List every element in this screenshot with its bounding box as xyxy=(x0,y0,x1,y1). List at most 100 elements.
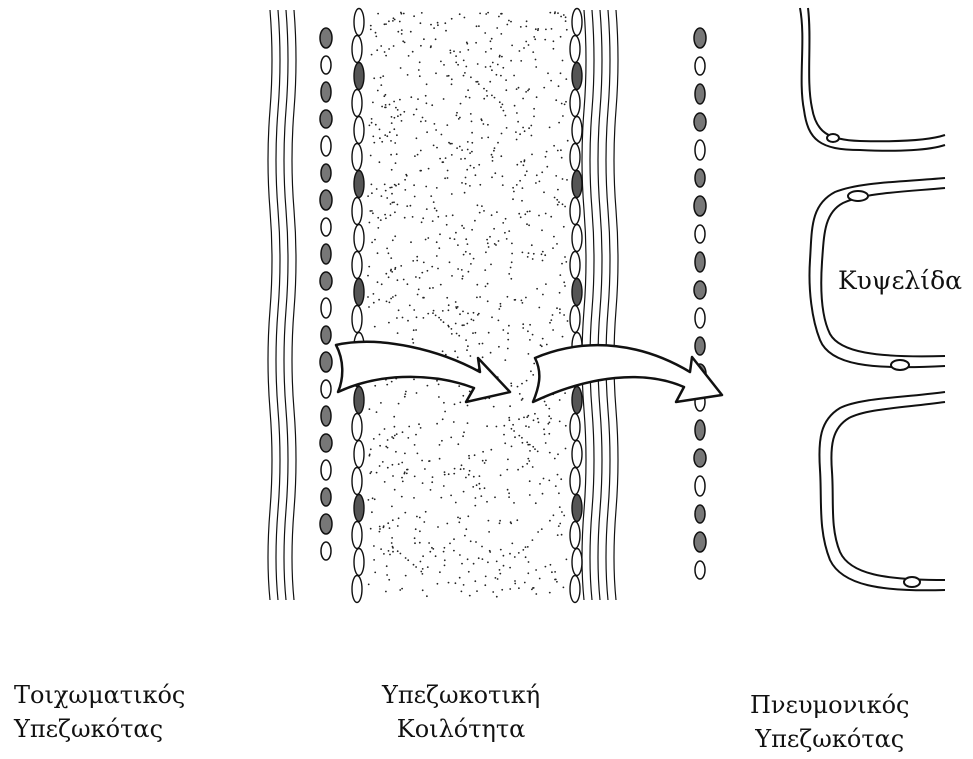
mesothelial-cell xyxy=(354,171,364,198)
mesothelial-cell xyxy=(570,252,580,279)
cell xyxy=(694,532,706,552)
mesothelial-cell xyxy=(572,441,582,468)
cell xyxy=(695,420,705,440)
parietal-pleura-label-line1: Τοιχωματικός xyxy=(14,678,185,712)
parietal-pleura-label: Τοιχωματικός Υπεζωκότας xyxy=(14,678,185,746)
cell xyxy=(695,337,705,355)
cell xyxy=(695,84,705,104)
mesothelial-cell xyxy=(352,90,362,117)
mesothelial-cell xyxy=(572,117,582,144)
parietal-pleura-label-line2: Υπεζωκότας xyxy=(14,712,185,746)
cell xyxy=(320,514,332,534)
cell xyxy=(320,28,332,48)
mesothelial-cell xyxy=(572,63,582,90)
mesothelial-cell xyxy=(352,576,362,603)
cell xyxy=(695,476,705,496)
mesothelial-cell xyxy=(570,90,580,117)
visceral-pleura-label-line2: Υπεζωκότας xyxy=(750,722,909,756)
mesothelial-cell xyxy=(570,144,580,171)
cell xyxy=(695,252,705,272)
cell xyxy=(695,561,705,579)
cell xyxy=(695,140,705,160)
mesothelial-cell xyxy=(354,495,364,522)
cell xyxy=(321,380,331,398)
cell xyxy=(694,28,706,48)
mesothelial-cell xyxy=(354,441,364,468)
cell xyxy=(321,218,331,236)
cell xyxy=(321,298,331,318)
mesothelial-cell xyxy=(354,225,364,252)
mesothelial-cell xyxy=(354,387,364,414)
visceral-mesothelium xyxy=(570,9,582,603)
mesothelial-cell xyxy=(352,252,362,279)
cell xyxy=(320,434,332,452)
mesothelial-cell xyxy=(572,387,582,414)
mesothelial-cell xyxy=(570,576,580,603)
mesothelial-cell xyxy=(570,522,580,549)
pleural-cavity-label: Υπεζωκοτική Κοιλότητα xyxy=(382,678,540,746)
mesothelial-cell xyxy=(572,279,582,306)
cell xyxy=(695,505,705,523)
pleural-cavity-fluid xyxy=(367,11,568,597)
cell xyxy=(321,136,331,156)
cell xyxy=(321,164,331,182)
cell xyxy=(695,57,705,75)
visceral-pleura-label-line1: Πνευμονικός xyxy=(750,688,909,722)
mesothelial-cell xyxy=(352,522,362,549)
cell xyxy=(694,196,706,216)
mesothelial-cell xyxy=(354,117,364,144)
cell xyxy=(321,542,331,560)
mesothelial-cell xyxy=(570,414,580,441)
alveolus-wall-bottom xyxy=(819,392,945,590)
cell xyxy=(321,488,331,506)
mesothelial-cell xyxy=(352,414,362,441)
cell xyxy=(694,281,706,299)
mesothelial-cell xyxy=(354,9,364,36)
cell xyxy=(321,56,331,74)
cell xyxy=(320,352,332,372)
pleural-cavity-label-line2: Κοιλότητα xyxy=(382,712,540,746)
mesothelial-cell xyxy=(352,198,362,225)
alveoli xyxy=(800,8,945,590)
cell xyxy=(321,244,331,264)
mesothelial-cell xyxy=(352,144,362,171)
mesothelial-cell xyxy=(570,36,580,63)
cell xyxy=(320,110,332,128)
mesothelial-cell xyxy=(570,198,580,225)
pleural-cavity-label-line1: Υπεζωκοτική xyxy=(382,678,540,712)
visceral-pleura-label: Πνευμονικός Υπεζωκότας xyxy=(750,688,909,756)
mesothelial-cell xyxy=(352,468,362,495)
mesothelial-cell xyxy=(570,468,580,495)
mesothelial-cell xyxy=(572,495,582,522)
cell xyxy=(695,169,705,187)
cell xyxy=(695,308,705,328)
mesothelial-cell xyxy=(572,549,582,576)
mesothelial-cell xyxy=(354,279,364,306)
cell xyxy=(694,113,706,131)
alveolus-label: Κυψελίδα xyxy=(838,266,962,295)
mesothelial-cell xyxy=(352,36,362,63)
visceral-wall-fibers xyxy=(582,10,618,600)
cell xyxy=(321,326,331,344)
mesothelial-cell xyxy=(572,171,582,198)
cell xyxy=(320,272,332,290)
cell xyxy=(321,82,331,102)
cell xyxy=(321,460,331,480)
mesothelial-cell xyxy=(570,306,580,333)
mesothelial-cell xyxy=(354,549,364,576)
mesothelial-cell xyxy=(572,225,582,252)
mesothelial-cell xyxy=(572,9,582,36)
parietal-wall-fibers xyxy=(268,10,296,600)
cell xyxy=(320,190,332,210)
visceral-cells xyxy=(694,28,706,579)
parietal-cells xyxy=(320,28,332,560)
mesothelial-cell xyxy=(352,306,362,333)
cell xyxy=(695,225,705,243)
cell xyxy=(694,449,706,467)
arrow-cavity-to-visceral xyxy=(533,345,722,402)
mesothelial-cell xyxy=(354,63,364,90)
parietal-mesothelium xyxy=(352,9,364,603)
cell xyxy=(321,406,331,426)
